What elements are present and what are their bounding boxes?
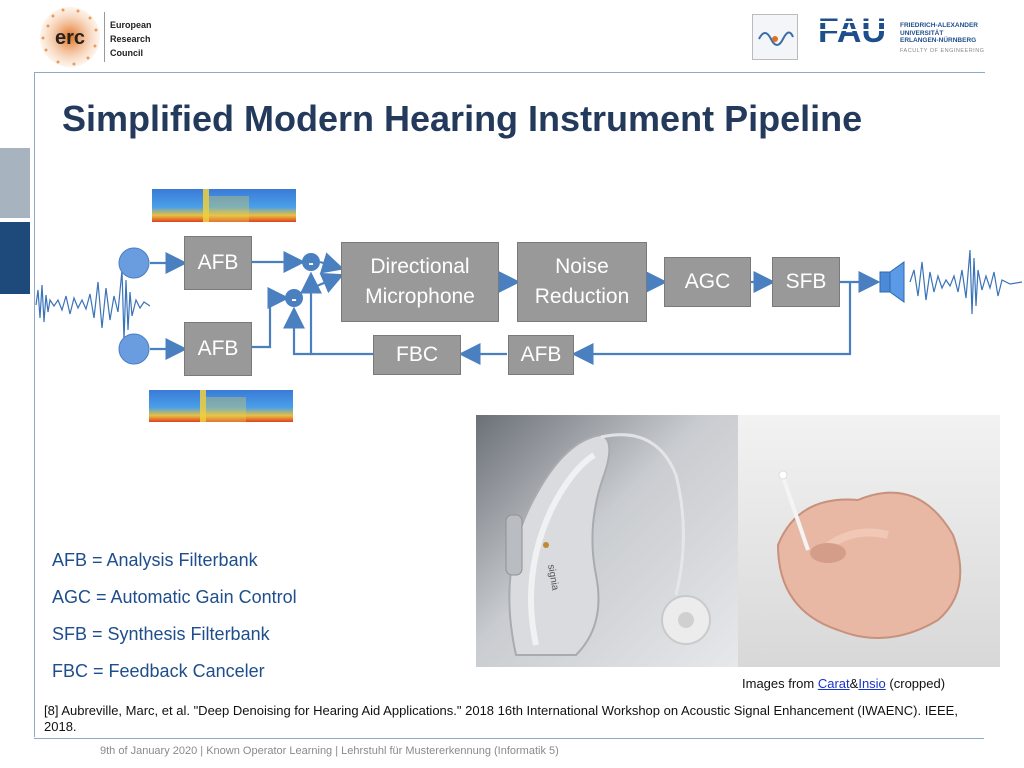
noise-reduction-block: Noise Reduction [517, 242, 647, 322]
legend-item: FBC = Feedback Canceler [52, 661, 265, 681]
fbc-block: FBC [373, 335, 461, 375]
legend-item: SFB = Synthesis Filterbank [52, 624, 270, 644]
directional-microphone-block: Directional Microphone [341, 242, 499, 322]
slide-footer: 9th of January 2020 | Known Operator Lea… [100, 745, 559, 757]
speaker-icon [879, 261, 905, 303]
fau-line: FRIEDRICH-ALEXANDER [900, 22, 978, 29]
block-label: AFB [197, 337, 239, 360]
slide-frame [34, 72, 985, 737]
erc-logo: erc [40, 7, 100, 67]
erc-mark: erc [55, 27, 85, 49]
hearing-aid-ite-photo [738, 415, 1000, 667]
credit-link-insio[interactable]: Insio [858, 676, 886, 691]
afb-feedback-block: AFB [508, 335, 574, 375]
block-label: SFB [785, 270, 827, 293]
side-accent-dark [0, 222, 30, 294]
minus-sign: - [308, 255, 313, 272]
block-label: Reduction [534, 285, 630, 308]
minus-sign: - [291, 291, 296, 308]
side-accent-light [0, 148, 30, 218]
fau-line: ERLANGEN-NÜRNBERG [900, 37, 977, 44]
footer-divider [34, 738, 984, 739]
sum-node-bottom: - [285, 289, 303, 308]
legend-item: AGC = Automatic Gain Control [52, 587, 297, 607]
erc-line: European [110, 20, 152, 30]
image-credit: Images from Carat&Insio (cropped) [742, 676, 945, 691]
slide-title: Simplified Modern Hearing Instrument Pip… [62, 98, 863, 139]
sfb-block: SFB [772, 257, 840, 307]
block-label: AGC [684, 270, 731, 293]
erc-name: European Research Council [110, 18, 152, 60]
block-label: AFB [197, 251, 239, 274]
credit-link-carat[interactable]: Carat [817, 676, 850, 691]
block-label: Noise [555, 255, 609, 278]
hearing-aid-bte-photo: signia [476, 415, 738, 667]
block-label: Microphone [365, 285, 475, 308]
wave-icon [758, 31, 794, 46]
spectrogram-top [152, 189, 296, 222]
erc-divider [104, 12, 105, 62]
block-label: Directional [370, 255, 470, 278]
microphone-top-icon [118, 247, 150, 279]
brand-label: signia [545, 564, 560, 592]
afb-top-block: AFB [184, 236, 252, 290]
fau-faculty: FACULTY OF ENGINEERING [900, 48, 985, 54]
sum-node-top: - [302, 253, 320, 272]
fau-name: FRIEDRICH-ALEXANDER UNIVERSITÄT ERLANGEN… [900, 22, 978, 45]
agc-block: AGC [664, 257, 751, 307]
block-label: FBC [396, 343, 438, 366]
reference-citation: [8] Aubreville, Marc, et al. "Deep Denoi… [44, 703, 958, 734]
output-waveform [909, 249, 1023, 315]
afb-bottom-block: AFB [184, 322, 252, 376]
microphone-bottom-icon [118, 333, 150, 365]
block-label: AFB [520, 343, 562, 366]
erc-line: Research [110, 34, 151, 44]
credit-prefix: Images from [742, 676, 818, 691]
credit-suffix: (cropped) [885, 676, 946, 691]
erc-line: Council [110, 48, 143, 58]
spectrogram-bottom [149, 390, 293, 422]
fau-logo: FAU [818, 12, 898, 46]
fau-line: UNIVERSITÄT [900, 29, 944, 37]
input-waveform [35, 269, 151, 341]
lab-logo [752, 14, 798, 60]
legend-item: AFB = Analysis Filterbank [52, 550, 258, 570]
credit-amp: & [849, 676, 859, 691]
